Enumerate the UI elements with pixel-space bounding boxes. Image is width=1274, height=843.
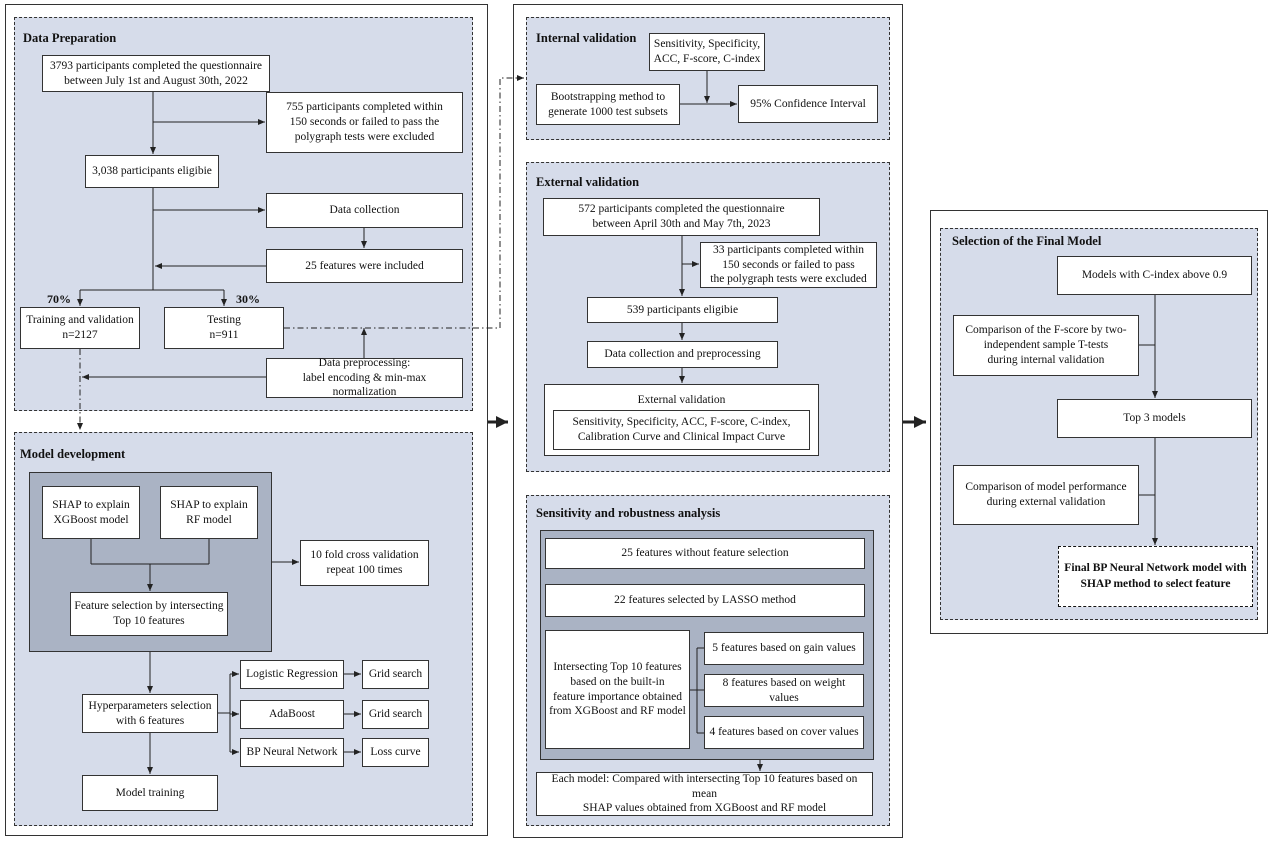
gain-values-box: 5 features based on gain values [704, 632, 864, 665]
ext-excluded-box: 33 participants completed within 150 sec… [700, 242, 877, 288]
cover-values-box: 4 features based on cover values [704, 716, 864, 749]
ext-eligible-box: 539 participants eligibie [587, 297, 778, 323]
percent-test-label: 30% [236, 292, 260, 306]
weight-values-box: 8 features based on weight values [704, 674, 864, 707]
builtin-importance-box: Intersecting Top 10 features based on th… [545, 630, 690, 749]
shap-xgboost-box: SHAP to explain XGBoost model [42, 486, 140, 539]
feature-selection-box: Feature selection by intersecting Top 10… [70, 592, 228, 636]
features-included-box: 25 features were included [266, 249, 463, 283]
performance-comparison-box: Comparison of model performance during e… [953, 465, 1139, 525]
confidence-interval-box: 95% Confidence Interval [738, 85, 878, 123]
each-model-box: Each model: Compared with intersecting T… [536, 772, 873, 816]
training-validation-box: Training and validation n=2127 [20, 307, 140, 349]
ext-validation-label: External validation [637, 394, 726, 406]
shap-rf-box: SHAP to explain RF model [160, 486, 258, 539]
cross-validation-box: 10 fold cross validation repeat 100 time… [300, 540, 429, 586]
grid-search-box-1: Grid search [362, 660, 429, 689]
ext-metrics-box: Sensitivity, Specificity, ACC, F-score, … [553, 410, 810, 450]
data-collection-box: Data collection [266, 193, 463, 228]
lasso-box: 22 features selected by LASSO method [545, 584, 865, 617]
no-selection-box: 25 features without feature selection [545, 538, 865, 569]
percent-train-label: 70% [47, 292, 71, 306]
eligible-box: 3,038 participants eligibie [85, 155, 219, 188]
metrics-box: Sensitivity, Specificity, ACC, F-score, … [649, 33, 765, 71]
ext-questionnaire-box: 572 participants completed the questionn… [543, 198, 820, 236]
ext-collection-box: Data collection and preprocessing [587, 341, 778, 368]
bp-neural-network-box: BP Neural Network [240, 738, 344, 767]
internal-validation-title: Internal validation [536, 31, 637, 45]
sensitivity-analysis-title: Sensitivity and robustness analysis [536, 506, 721, 520]
model-development-title: Model development [20, 447, 126, 461]
final-model-title: Selection of the Final Model [952, 234, 1102, 248]
cindex-box: Models with C-index above 0.9 [1057, 256, 1252, 295]
hyperparameters-box: Hyperparameters selection with 6 feature… [82, 694, 218, 733]
logistic-regression-box: Logistic Regression [240, 660, 344, 689]
excluded-box: 755 participants completed within 150 se… [266, 92, 463, 153]
testing-box: Testing n=911 [164, 307, 284, 349]
questionnaire-box: 3793 participants completed the question… [42, 55, 270, 92]
model-training-box: Model training [82, 775, 218, 811]
top3-box: Top 3 models [1057, 399, 1252, 438]
loss-curve-box: Loss curve [362, 738, 429, 767]
fscore-comparison-box: Comparison of the F-score by two- indepe… [953, 315, 1139, 376]
preprocessing-box: Data preprocessing: label encoding & min… [266, 357, 463, 398]
final-model-box: Final BP Neural Network model with SHAP … [1058, 546, 1253, 607]
data-preparation-title: Data Preparation [23, 31, 117, 45]
adaboost-box: AdaBoost [240, 700, 344, 729]
grid-search-box-2: Grid search [362, 700, 429, 729]
external-validation-title: External validation [536, 175, 640, 189]
bootstrapping-box: Bootstrapping method to generate 1000 te… [536, 84, 680, 125]
